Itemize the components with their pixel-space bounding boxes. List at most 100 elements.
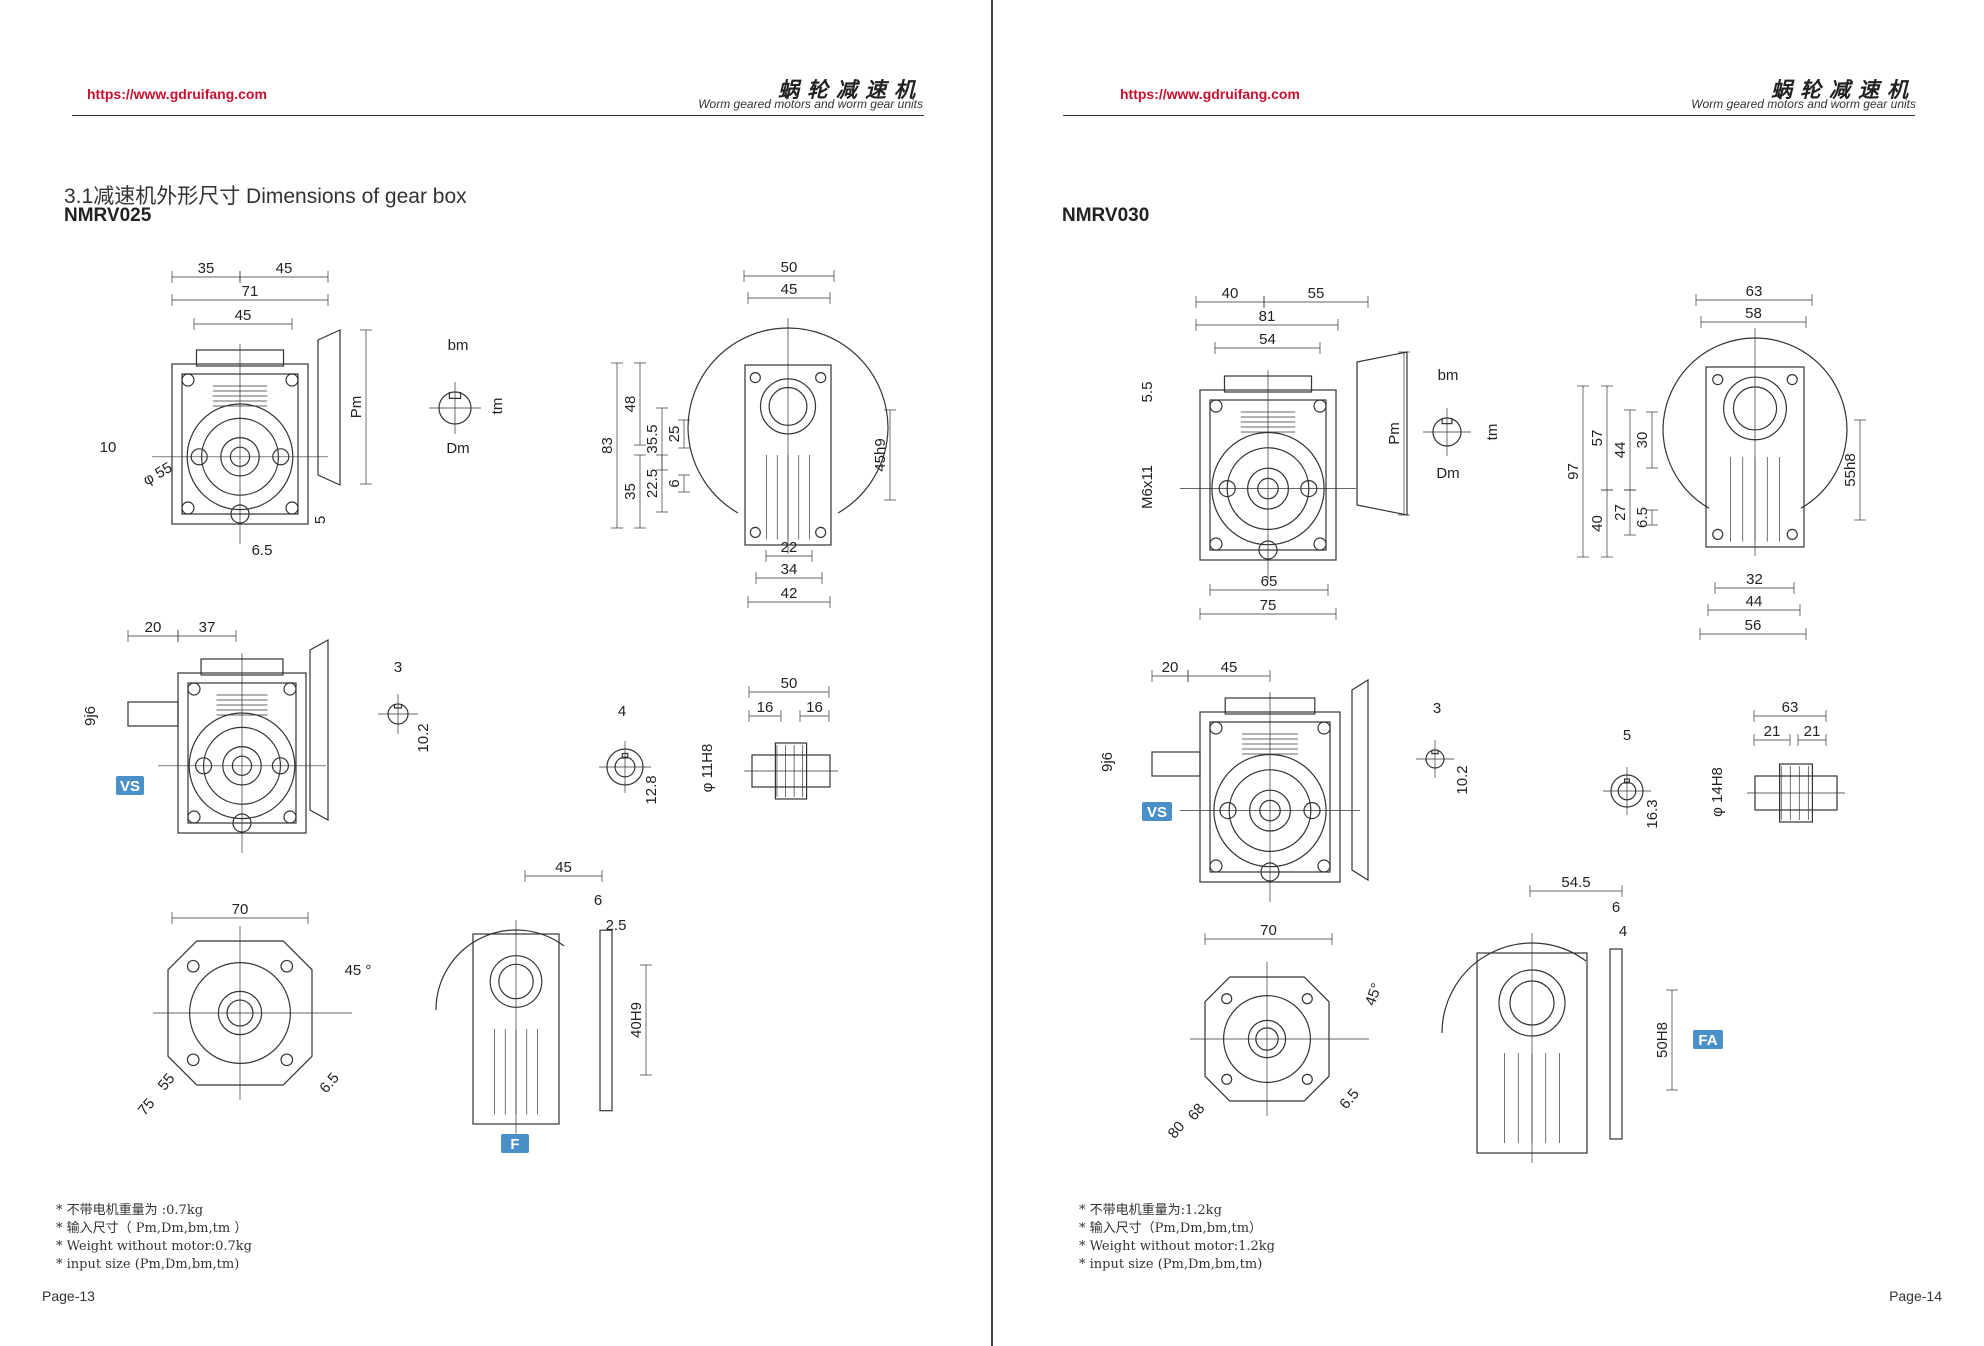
model-tag: FA bbox=[1693, 1030, 1723, 1049]
dimension-label: 12.8 bbox=[643, 775, 660, 804]
dimension-label: 5 bbox=[312, 516, 329, 524]
section-title: 3.1减速机外形尺寸 Dimensions of gear box bbox=[64, 185, 467, 208]
dimension-label: 22.5 bbox=[644, 469, 661, 498]
flange-face bbox=[167, 940, 313, 1086]
flange-hole bbox=[280, 959, 294, 973]
dimension-label: 16 bbox=[757, 699, 774, 716]
dimension-label: 97 bbox=[1565, 463, 1582, 480]
note-line: * input size (Pm,Dm,bm,tm) bbox=[56, 1257, 240, 1272]
dimension-label: φ 55 bbox=[140, 459, 175, 489]
dimension-label: 40 bbox=[1222, 285, 1239, 302]
dimension-label: 44 bbox=[1746, 593, 1763, 610]
dimension-label: bm bbox=[1438, 367, 1459, 384]
flange-hole bbox=[1301, 1073, 1313, 1085]
mount-hole bbox=[187, 682, 201, 696]
mount-hole bbox=[815, 372, 827, 384]
output-flange-plate bbox=[1609, 948, 1623, 1140]
mount-hole bbox=[181, 501, 195, 515]
dimension-label: 58 bbox=[1745, 305, 1762, 322]
dimension-label: 50 bbox=[781, 259, 798, 276]
dimension-label: 55 bbox=[155, 1070, 179, 1094]
mount-hole bbox=[1317, 859, 1331, 873]
note-line: * Weight without motor:1.2kg bbox=[1079, 1239, 1275, 1254]
mount-hole bbox=[1209, 859, 1223, 873]
dimension-label: 70 bbox=[1260, 922, 1277, 939]
mount-hole bbox=[1209, 537, 1223, 551]
dimension-label: tm bbox=[1484, 424, 1501, 441]
dimension-label: 45 bbox=[1221, 659, 1238, 676]
flange-arc bbox=[1662, 429, 1710, 509]
model-tag-label: VS bbox=[120, 778, 140, 795]
dimension-label: 3 bbox=[394, 659, 402, 676]
flange-hole bbox=[186, 1053, 200, 1067]
model-tag-bg bbox=[1142, 802, 1172, 821]
dimension-label: 65 bbox=[1261, 573, 1278, 590]
flange-hole bbox=[1301, 993, 1313, 1005]
dimension-label: 80 bbox=[1165, 1118, 1189, 1142]
mount-hole bbox=[1317, 721, 1331, 735]
dimension-label: 35 bbox=[622, 483, 639, 500]
notes-right: * 不带电机重量为:1.2kg * 输入尺寸（Pm,Dm,bm,tm） * We… bbox=[1079, 1202, 1275, 1274]
dimension-label: 45° bbox=[1362, 981, 1386, 1008]
dimension-label: 68 bbox=[1185, 1100, 1209, 1124]
dimension-label: 45 bbox=[555, 859, 572, 876]
dimension-label: 6 bbox=[1612, 899, 1620, 916]
header-rule-right bbox=[1063, 115, 1915, 116]
page-number-left: Page-13 bbox=[42, 1288, 95, 1304]
mount-hole bbox=[1209, 399, 1223, 413]
dimension-label: 70 bbox=[232, 901, 249, 918]
dimension-label: 10.2 bbox=[415, 723, 432, 752]
flange-arc bbox=[1800, 429, 1848, 509]
dimension-label: 50 bbox=[781, 675, 798, 692]
dimension-label: 9j6 bbox=[82, 706, 99, 726]
flange-arc bbox=[435, 929, 565, 1011]
dimension-label: 6 bbox=[594, 892, 602, 909]
mount-hole bbox=[1786, 374, 1798, 386]
flange-arc bbox=[687, 427, 739, 514]
dimension-label: 40 bbox=[1589, 515, 1606, 532]
dimension-label: 45h9 bbox=[872, 438, 889, 471]
dimension-label: 6 bbox=[666, 479, 683, 487]
dimension-label: 2.5 bbox=[606, 917, 627, 934]
dimension-label: 48 bbox=[622, 396, 639, 413]
book-spine bbox=[991, 0, 993, 1346]
note-line: * 不带电机重量为 :0.7kg bbox=[56, 1203, 204, 1218]
flange-hole bbox=[1221, 993, 1233, 1005]
dimension-label: 40H9 bbox=[628, 1002, 645, 1038]
dimension-label: φ 14H8 bbox=[1709, 767, 1726, 817]
note-line: * input size (Pm,Dm,bm,tm) bbox=[1079, 1257, 1263, 1272]
motor-flange bbox=[309, 638, 329, 822]
motor-flange bbox=[1351, 678, 1369, 882]
dimension-label: 16.3 bbox=[1644, 799, 1661, 828]
dimension-label: 44 bbox=[1612, 442, 1629, 459]
model-tag: F bbox=[501, 1134, 529, 1153]
dimension-label: 16 bbox=[806, 699, 823, 716]
dimension-label: 55 bbox=[1308, 285, 1325, 302]
header-title-cn-right: 蜗轮减速机 bbox=[1771, 77, 1916, 102]
note-line: * 不带电机重量为:1.2kg bbox=[1079, 1203, 1222, 1218]
model-tag-label: FA bbox=[1698, 1032, 1717, 1049]
site-url-right[interactable]: https://www.gdruifang.com bbox=[1120, 86, 1300, 102]
dimension-label: Pm bbox=[1386, 422, 1403, 445]
dimension-label: 55h8 bbox=[1842, 453, 1859, 486]
page-left: https://www.gdruifang.com 蜗轮减速机 Worm gea… bbox=[0, 0, 991, 1346]
note-line: * Weight without motor:0.7kg bbox=[56, 1239, 252, 1254]
model-tag-bg bbox=[116, 776, 144, 795]
output-flange-plate bbox=[599, 929, 613, 1112]
note-line: * 输入尺寸（ Pm,Dm,bm,tm ） bbox=[56, 1221, 248, 1236]
dimension-label: 75 bbox=[1260, 597, 1277, 614]
site-url-left[interactable]: https://www.gdruifang.com bbox=[87, 86, 267, 102]
header-title-en-right: Worm geared motors and worm gear units bbox=[1691, 97, 1916, 111]
mount-hole bbox=[1209, 721, 1223, 735]
motor-flange bbox=[317, 329, 341, 486]
dimension-label: 75 bbox=[135, 1095, 159, 1119]
model-name-right: NMRV030 bbox=[1062, 205, 1150, 226]
model-tag-label: F bbox=[510, 1136, 519, 1153]
dimension-label: Dm bbox=[1436, 465, 1459, 482]
dimension-label: 10 bbox=[100, 439, 117, 456]
dimension-label: 5.5 bbox=[1139, 382, 1156, 403]
flange-hole bbox=[280, 1053, 294, 1067]
dimension-label: 32 bbox=[1746, 571, 1763, 588]
dimension-label: 25 bbox=[666, 426, 683, 443]
dimension-label: 6.5 bbox=[316, 1070, 342, 1097]
